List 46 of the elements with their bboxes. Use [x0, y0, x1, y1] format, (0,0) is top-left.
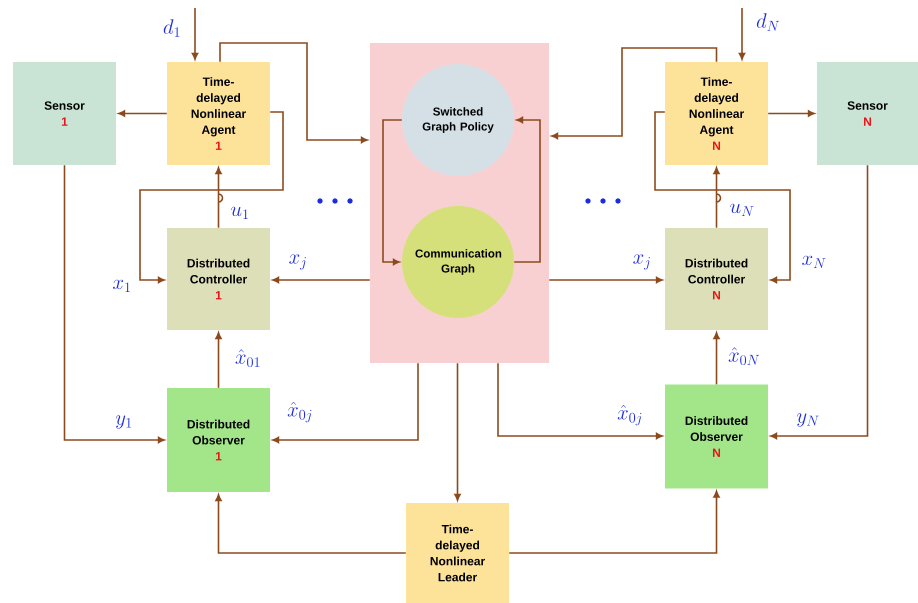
arrow: [272, 276, 370, 284]
edge-label: $\hat{x}_{0j}$: [616, 404, 644, 426]
arrow: [654, 111, 791, 284]
arrow: [549, 276, 663, 284]
edge-label: $x_{j}$: [288, 254, 308, 270]
arrow: [382, 119, 402, 266]
edge-label: $x_{N}$: [800, 254, 828, 270]
observer-box: Distributed Observer N: [665, 384, 768, 488]
arrow: [713, 167, 722, 228]
arrow: [64, 165, 165, 444]
arrow: [514, 116, 541, 263]
arrow: [139, 111, 284, 284]
arrow: [551, 47, 718, 140]
edge-label: $x_{1}$: [111, 278, 133, 294]
arrow: [215, 494, 406, 554]
edge-label: $u_{N}$: [728, 202, 756, 218]
leader-box: Time-delayed Nonlinear Leader: [406, 503, 509, 603]
arrow: [770, 165, 868, 440]
arrow: [509, 490, 720, 554]
edge-label: $y_{N}$: [795, 412, 821, 428]
arrow: [215, 332, 222, 388]
arrow: [118, 110, 167, 117]
sensor-box: Sensor 1: [13, 62, 116, 165]
arrow: [713, 332, 720, 384]
arrow: [738, 8, 746, 60]
sensor-box: Sensor N: [817, 62, 918, 165]
arrow: [497, 363, 663, 440]
edge-label: $u_{1}$: [229, 206, 251, 220]
agent-box: Time-delayed Nonlinear Agent 1: [167, 62, 270, 165]
edge-label: $\hat{x}_{0j}$: [286, 400, 314, 424]
edge-label: $d_{N}$: [755, 12, 781, 32]
arrow: [219, 42, 368, 144]
arrow: [192, 8, 198, 60]
arrow: [768, 110, 815, 117]
agent-box: Time-delayed Nonlinear Agent N: [665, 62, 768, 165]
edge-label: $\hat{x}_{0N}$: [727, 346, 761, 366]
arrow: [272, 363, 419, 444]
arrow: [454, 363, 461, 501]
edge-label: $d_{1}$: [162, 18, 182, 38]
controller-box: Distributed Controller N: [665, 228, 768, 330]
observer-box: Distributed Observer 1: [167, 388, 270, 492]
edge-label: $\hat{x}_{01}$: [234, 348, 262, 368]
controller-box: Distributed Controller 1: [167, 228, 270, 330]
edge-label: $y_{1}$: [114, 414, 134, 430]
edge-label: $x_{j}$: [632, 254, 652, 270]
arrow: [215, 167, 224, 228]
